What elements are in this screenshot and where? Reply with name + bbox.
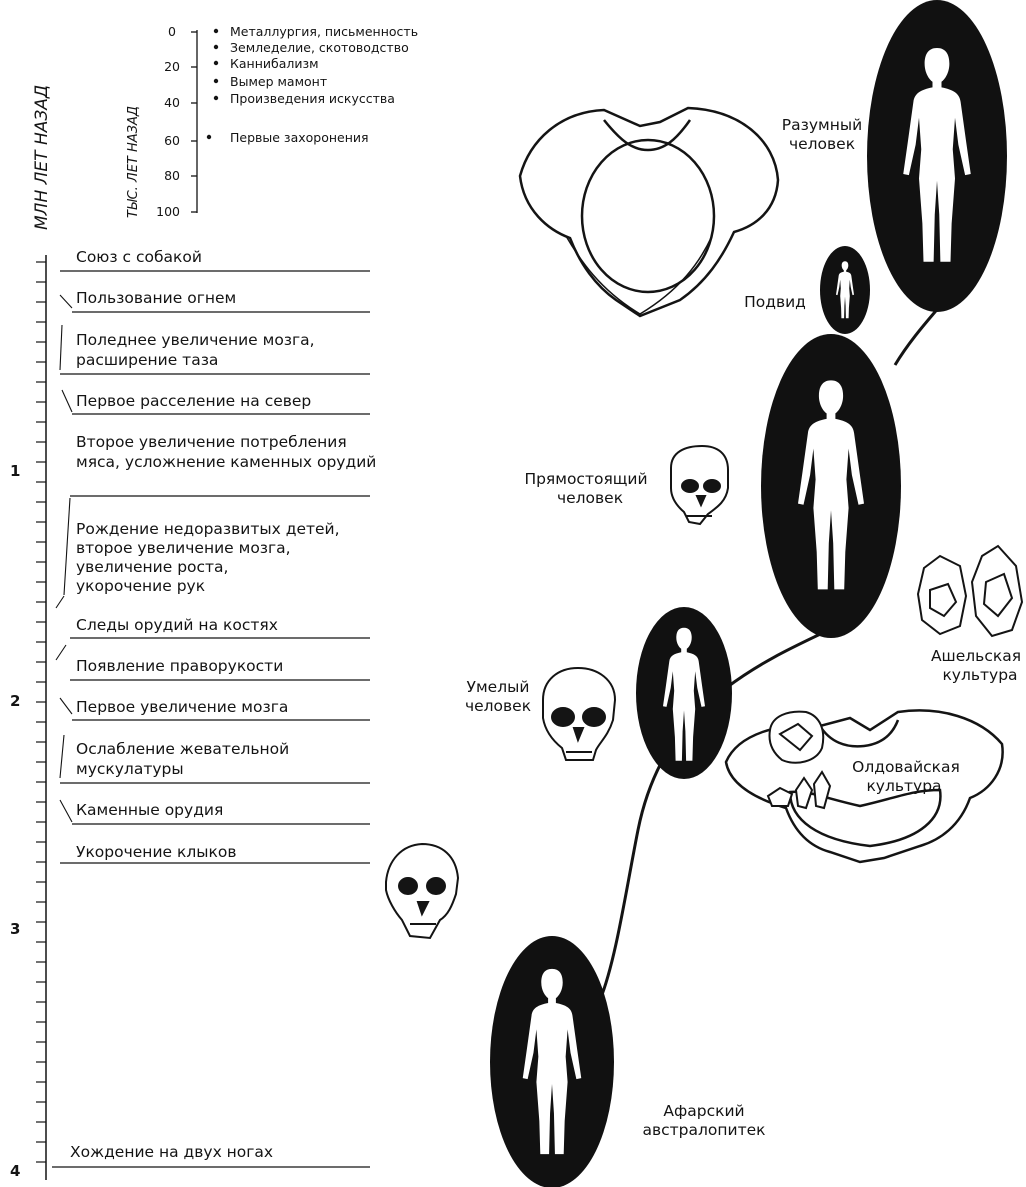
event-line: Следы орудий на костях	[76, 616, 278, 634]
events-list: Союз с собакой Пользование огнем Поледне…	[52, 248, 376, 1167]
inset-tick-60: 60	[164, 133, 180, 148]
inset-event-burials: Первые захоронения	[230, 130, 369, 145]
inset-title: ТЫС. ЛЕТ НАЗАД	[126, 106, 141, 218]
inset-event-cannibalism: Каннибализм	[230, 56, 319, 71]
event-line: укорочение рук	[76, 577, 205, 595]
label-habilis: Умелый	[467, 678, 530, 696]
axis-tick-4: 4	[10, 1162, 20, 1180]
timeline-axis: МЛН ЛЕТ НАЗАД 1 2 3 4	[10, 85, 52, 1180]
inset-tick-100: 100	[156, 204, 180, 219]
figure-afarensis	[490, 936, 614, 1187]
event-stone-tools: Каменные орудия	[60, 800, 370, 824]
event-line: Союз с собакой	[76, 248, 202, 266]
inset-event-mammoth: Вымер мамонт	[230, 74, 327, 89]
axis-title: МЛН ЛЕТ НАЗАД	[32, 85, 52, 230]
axis-ticks	[36, 262, 46, 1162]
label-erectus: человек	[557, 489, 623, 507]
label-habilis: человек	[465, 697, 531, 715]
event-line: Поледнее увеличение мозга,	[76, 331, 315, 349]
inset-tick-20: 20	[164, 59, 180, 74]
event-north: Первое расселение на север	[62, 390, 370, 414]
event-jaw-muscles: Ослабление жевательной мускулатуры	[60, 735, 370, 783]
figure-habilis	[636, 607, 732, 779]
event-line: мускулатуры	[76, 760, 184, 778]
event-fire: Пользование огнем	[60, 289, 370, 312]
skull-erectus	[671, 446, 728, 524]
pelvis-afarensis	[726, 710, 1003, 862]
figure-subspecies	[820, 246, 870, 334]
inset-scale: ТЫС. ЛЕТ НАЗАД 0 20 40 60 80 100 Металлу…	[126, 24, 418, 219]
label-subspecies: Подвид	[744, 293, 806, 311]
event-bipedalism: Хождение на двух ногах	[52, 1143, 370, 1167]
skull-habilis	[543, 668, 615, 760]
event-line: мяса, усложнение каменных орудий	[76, 453, 376, 471]
event-line: Хождение на двух ногах	[70, 1143, 273, 1161]
label-oldowan: культура	[866, 777, 941, 795]
event-line: увеличение роста,	[76, 558, 229, 576]
skull-afarensis	[386, 844, 458, 938]
label-oldowan: Олдовайская	[852, 758, 960, 776]
label-afarensis: австралопитек	[642, 1121, 765, 1139]
event-line: Ослабление жевательной	[76, 740, 289, 758]
axis-tick-2: 2	[10, 692, 20, 710]
event-line: Укорочение клыков	[76, 843, 236, 861]
event-last-brain: Поледнее увеличение мозга, расширение та…	[60, 325, 370, 374]
label-erectus: Прямостоящий	[524, 470, 647, 488]
inset-tick-80: 80	[164, 168, 180, 183]
acheulean-tools	[918, 546, 1022, 636]
figure-erectus	[761, 334, 901, 638]
inset-event-art: Произведения искусства	[230, 91, 395, 106]
event-line: Появление праворукости	[76, 657, 283, 675]
inset-event-agriculture: Земледелие, скотоводство	[230, 40, 409, 55]
event-infants: Рождение недоразвитых детей, второе увел…	[56, 498, 340, 608]
pelvis-sapiens	[520, 108, 778, 316]
event-line: Пользование огнем	[76, 289, 236, 307]
event-handedness: Появление праворукости	[56, 645, 370, 680]
event-first-brain: Первое увеличение мозга	[60, 698, 370, 720]
event-line: Первое расселение на север	[76, 392, 311, 410]
figure-sapiens	[867, 0, 1007, 312]
label-afarensis: Афарский	[663, 1102, 744, 1120]
label-sapiens: человек	[789, 135, 855, 153]
label-acheulean: культура	[942, 666, 1017, 684]
inset-tick-0: 0	[168, 24, 176, 39]
inset-tick-40: 40	[164, 95, 180, 110]
event-tool-marks: Следы орудий на костях	[70, 616, 370, 638]
axis-tick-3: 3	[10, 920, 20, 938]
axis-tick-1: 1	[10, 462, 20, 480]
event-line: второе увеличение мозга,	[76, 539, 291, 557]
label-acheulean: Ашельская	[931, 647, 1021, 665]
label-sapiens: Разумный	[782, 116, 862, 134]
event-line: Рождение недоразвитых детей,	[76, 520, 340, 538]
event-dog: Союз с собакой	[60, 248, 370, 271]
event-line: Второе увеличение потребления	[76, 433, 347, 451]
inset-event-metallurgy: Металлургия, письменность	[230, 24, 418, 39]
event-line: Каменные орудия	[76, 801, 223, 819]
event-line: расширение таза	[76, 351, 218, 369]
event-meat: Второе увеличение потребления мяса, усло…	[70, 433, 376, 496]
event-canines: Укорочение клыков	[60, 843, 370, 863]
event-line: Первое увеличение мозга	[76, 698, 288, 716]
